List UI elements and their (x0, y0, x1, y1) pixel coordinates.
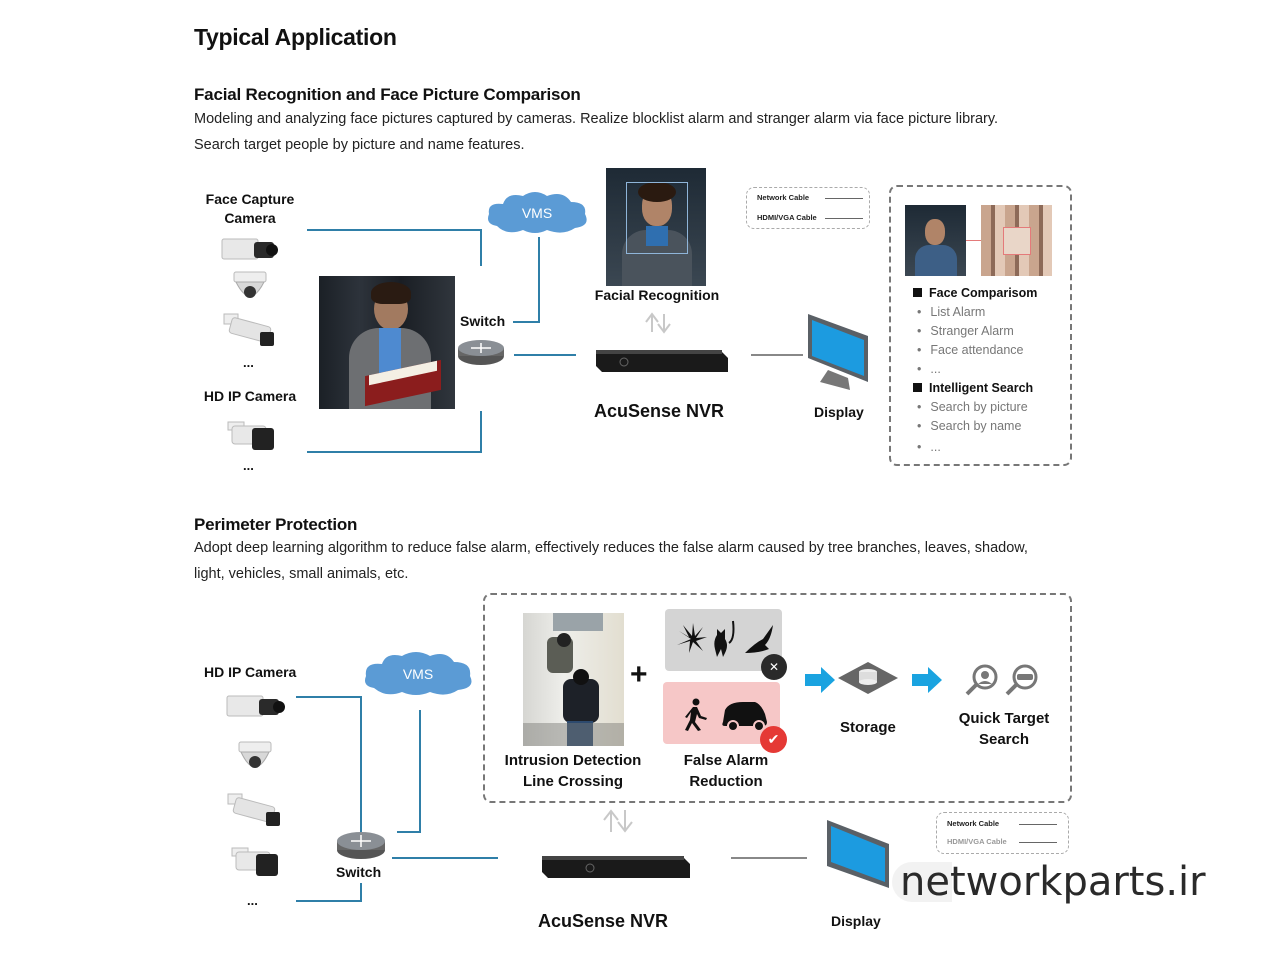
watermark-backdrop (892, 862, 952, 902)
facial-recognition-photo (606, 168, 706, 286)
face-comparison-list: Face Comparisom List Alarm Stranger Alar… (913, 284, 1037, 457)
captured-face-thumbnail (905, 205, 966, 276)
feature-item: Search by picture (913, 398, 1037, 417)
switch-icon (458, 340, 504, 365)
accept-check-icon: ✔ (760, 726, 787, 753)
bullet-camera-icon (231, 847, 278, 876)
bullet-camera-icon (227, 421, 274, 450)
quick-search-label-line: Search (978, 731, 1030, 748)
intelligent-search-heading: Intelligent Search (913, 379, 1037, 398)
intrusion-photo (523, 613, 624, 746)
hd-ip-camera-label: HD IP Camera (204, 664, 297, 680)
flow-arrow-icon (805, 667, 835, 693)
feature-item: ... (913, 360, 1037, 379)
feature-item: Stranger Alarm (913, 322, 1037, 341)
description-line: Search target people by picture and name… (194, 137, 525, 153)
acusense-nvr-label: AcuSense NVR (538, 911, 669, 931)
vms-cloud: VMS (360, 650, 476, 698)
cable-legend: Network Cable HDMI/VGA Cable (746, 187, 870, 229)
switch-label: Switch (336, 864, 382, 880)
person-reading-photo (319, 276, 455, 409)
sync-arrows-icon (645, 312, 671, 334)
flow-arrow-icon (912, 667, 942, 693)
display-monitor-icon (808, 314, 868, 390)
switch-label: Switch (460, 313, 506, 329)
section-heading-perimeter-protection: Perimeter Protection (194, 515, 358, 534)
box-camera-icon (221, 238, 278, 260)
quick-target-search-label: Quick Target Search (950, 708, 1058, 750)
hd-ip-camera-label: HD IP Camera (203, 388, 297, 404)
false-alarm-label-line: Reduction (689, 773, 763, 790)
legend-hdmi-cable: HDMI/VGA Cable (947, 837, 1007, 846)
description-line: Modeling and analyzing face pictures cap… (194, 111, 999, 127)
bullet-camera-icon (223, 313, 274, 346)
display-monitor-icon (827, 820, 889, 888)
description-line: light, vehicles, small animals, etc. (194, 566, 409, 582)
intrusion-label-line: Line Crossing (522, 773, 623, 790)
nvr-device-icon (542, 856, 690, 878)
vms-cloud: VMS (483, 190, 591, 236)
dome-camera-icon (238, 741, 272, 768)
feature-item: Search by name (913, 417, 1037, 436)
nvr-device-icon (596, 350, 728, 372)
section-heading-facial-recognition: Facial Recognition and Face Picture Comp… (194, 85, 581, 104)
cloud-icon (488, 192, 587, 233)
vms-label: VMS (521, 205, 553, 221)
page-title: Typical Application (194, 24, 397, 50)
facial-recognition-label: Facial Recognition (594, 287, 720, 303)
feature-item: List Alarm (913, 303, 1037, 322)
feature-item: Face attendance (913, 341, 1037, 360)
cloud-icon (365, 652, 472, 695)
legend-network-cable: Network Cable (947, 819, 1000, 828)
cable-legend: Network Cable HDMI/VGA Cable (936, 812, 1069, 854)
display-label: Display (831, 913, 881, 929)
legend-hdmi-cable: HDMI/VGA Cable (757, 213, 817, 222)
sync-arrows-icon (603, 809, 633, 833)
description-line: Adopt deep learning algorithm to reduce … (194, 540, 1028, 556)
legend-network-cable: Network Cable (757, 193, 810, 202)
face-capture-camera-label: Face Capture Camera (205, 191, 295, 226)
analytics-process-panel (483, 593, 1072, 803)
box-camera-icon (226, 695, 285, 717)
more-cameras-ellipsis: ... (247, 893, 258, 908)
bullet-camera-icon (227, 793, 280, 826)
watermark-text: networkparts.ir (900, 859, 1206, 905)
reject-x-icon: ✕ (761, 654, 787, 680)
section-description: Modeling and analyzing face pictures cap… (194, 106, 1084, 158)
quick-search-label-line: Quick Target (958, 710, 1050, 727)
display-label: Display (814, 404, 864, 420)
section-description: Adopt deep learning algorithm to reduce … (194, 535, 1084, 587)
plant-cat-bird-icons (677, 620, 773, 657)
false-alarm-reduction-label: False Alarm Reduction (668, 750, 784, 792)
more-cameras-ellipsis: ... (243, 458, 254, 473)
storage-label: Storage (840, 719, 896, 736)
false-alarm-label-line: False Alarm (683, 752, 769, 769)
dome-camera-icon (233, 271, 267, 298)
vms-label: VMS (402, 666, 434, 682)
face-comparison-heading: Face Comparisom (913, 284, 1037, 303)
intrusion-label-line: Intrusion Detection (504, 752, 642, 769)
acusense-nvr-label: AcuSense NVR (594, 401, 725, 421)
feature-item: ... (913, 438, 1037, 457)
search-target-icons (965, 664, 1038, 696)
plus-sign: + (630, 658, 648, 691)
intrusion-detection-label: Intrusion Detection Line Crossing (495, 750, 651, 792)
more-cameras-ellipsis: ... (243, 355, 254, 370)
face-library-grid (981, 205, 1052, 276)
person-car-icons (685, 698, 767, 732)
switch-icon (337, 832, 385, 859)
features-panel (889, 185, 1072, 466)
storage-icon (838, 662, 898, 694)
